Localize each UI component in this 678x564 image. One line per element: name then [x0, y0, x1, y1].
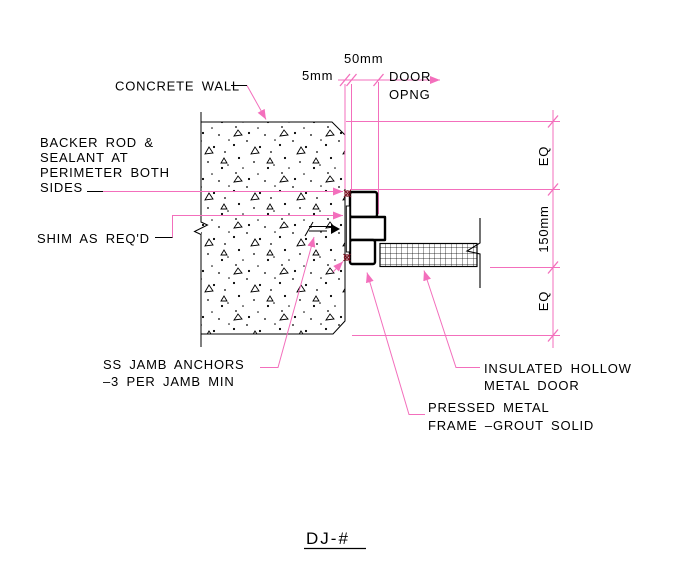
shim-label: SHIM AS REQ'D: [37, 231, 150, 246]
dim-5mm: 5mm: [302, 68, 333, 83]
right-extension-lines: [346, 121, 560, 336]
door-break-line: [465, 218, 481, 288]
jamb-anchor-top-icon: [343, 189, 352, 198]
backer-rod-label: BACKER ROD & SEALANT AT PERIMETER BOTH S…: [40, 135, 170, 195]
dim-eq-bottom: EQ: [536, 291, 551, 311]
strap-anchor-lines: [304, 221, 331, 237]
leader-lines: [103, 85, 480, 415]
metal-door-leader: [423, 270, 480, 368]
dimension-lines: [338, 73, 560, 348]
metal-door-line1: INSULATED HOLLOW: [484, 361, 632, 376]
label-leader-tails: [87, 85, 247, 238]
jamb-anchors-label: SS JAMB ANCHORS –3 PER JAMB MIN: [103, 357, 245, 389]
frame-interior-face: [348, 238, 377, 266]
jamb-anchors-leader: [260, 236, 316, 368]
shim-leader: [172, 211, 343, 238]
top-dimension-ticks: [339, 73, 384, 87]
dim-150mm: 150mm: [536, 205, 551, 252]
pressed-frame-label: PRESSED METAL FRAME –GROUT SOLID: [428, 400, 594, 433]
pressed-frame-line1: PRESSED METAL: [428, 400, 550, 415]
concrete-wall-label: CONCRETE WALL: [115, 79, 240, 94]
metal-door-label: INSULATED HOLLOW METAL DOOR: [484, 361, 632, 393]
jamb-anchor-bottom-icon: [343, 253, 351, 262]
door-leaf-hatched: [379, 242, 478, 268]
dim-eq-top: EQ: [536, 146, 551, 166]
frame-door-stop: [348, 215, 387, 242]
top-extension-lines: [344, 82, 379, 214]
right-dimension-ticks: [547, 115, 559, 342]
dim-door-opng-line2: OPNG: [389, 87, 430, 102]
detail-title: DJ-#: [304, 529, 366, 550]
backer-rod-line3: PERIMETER BOTH: [40, 165, 170, 180]
strap-anchor-arrowhead: [331, 224, 340, 234]
concrete-wall-section: [193, 112, 346, 347]
concrete-wall-leader: [246, 85, 267, 120]
dim-50mm: 50mm: [344, 51, 383, 66]
jamb-anchors-line1: SS JAMB ANCHORS: [103, 357, 245, 372]
detail-title-text: DJ-#: [306, 529, 350, 548]
dim-door-opng-line1: DOOR: [389, 69, 431, 84]
frame-exterior-face: [348, 190, 379, 219]
concrete-hatch: [201, 122, 345, 334]
pressed-frame-line2: FRAME –GROUT SOLID: [428, 418, 594, 433]
wall-outline: [201, 121, 346, 335]
backer-rod-line1: BACKER ROD &: [40, 135, 154, 150]
jamb-anchor-lower-arrow: [332, 261, 344, 273]
pressed-metal-frame: [345, 190, 387, 266]
pressed-frame-leader: [366, 272, 425, 415]
wall-far-face-line-with-break: [193, 112, 209, 347]
backer-rod-line2: SEALANT AT: [40, 150, 129, 165]
strap-anchor-symbol: [304, 221, 340, 237]
jamb-anchors-line2: –3 PER JAMB MIN: [103, 374, 235, 389]
jamb-anchor-symbols: [343, 189, 352, 262]
backer-rod-line4: SIDES: [40, 180, 83, 195]
shim-strip: [345, 205, 351, 253]
metal-door-line2: METAL DOOR: [484, 378, 580, 393]
insulated-metal-door: [379, 218, 481, 288]
